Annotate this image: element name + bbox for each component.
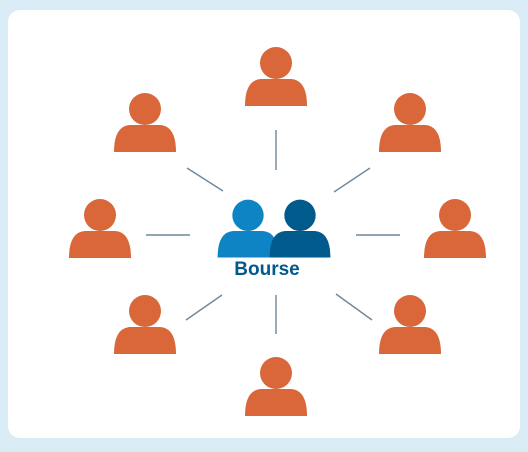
person-icon-top-right (379, 93, 441, 152)
connector-bottom-right (335, 293, 373, 321)
connectors (146, 130, 400, 334)
person-icon-right (424, 199, 486, 258)
person-icon-left (69, 199, 131, 258)
hub-label: Bourse (234, 259, 300, 280)
person-icon-top (245, 47, 307, 106)
persons (69, 47, 486, 416)
person-icon-top-left (114, 93, 176, 152)
hub-person-front-icon (269, 199, 331, 258)
person-icon-bottom-left (114, 295, 176, 354)
connector-top-right (333, 167, 371, 193)
person-icon-bottom-right (379, 295, 441, 354)
hub-person-back-icon (217, 199, 279, 258)
hub-group-icon (217, 199, 331, 258)
person-icon-bottom (245, 357, 307, 416)
connector-top-left (186, 167, 224, 192)
connector-bottom-left (185, 294, 223, 321)
